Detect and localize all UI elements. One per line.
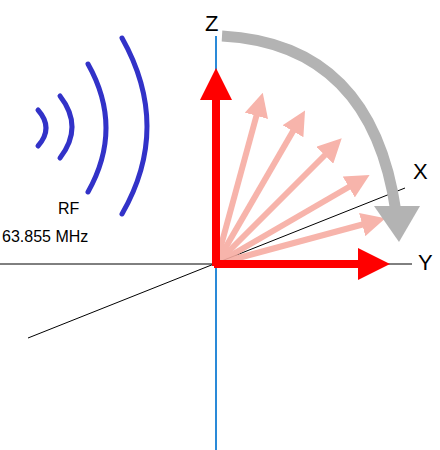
y-axis <box>0 264 412 265</box>
rotation-arrow <box>222 36 396 212</box>
signal-label: RF <box>58 200 79 218</box>
frequency-label: 63.855 MHz <box>2 228 88 246</box>
z-axis <box>215 36 217 450</box>
y-vector <box>214 260 366 268</box>
rotation-arrowhead <box>374 206 420 242</box>
axis-label: Y <box>418 251 433 275</box>
axis-label: Z <box>203 12 220 36</box>
axis-label: X <box>411 160 430 184</box>
z-vector <box>212 92 220 266</box>
rf-wave <box>38 38 147 214</box>
intermediate-vectors <box>216 110 368 264</box>
